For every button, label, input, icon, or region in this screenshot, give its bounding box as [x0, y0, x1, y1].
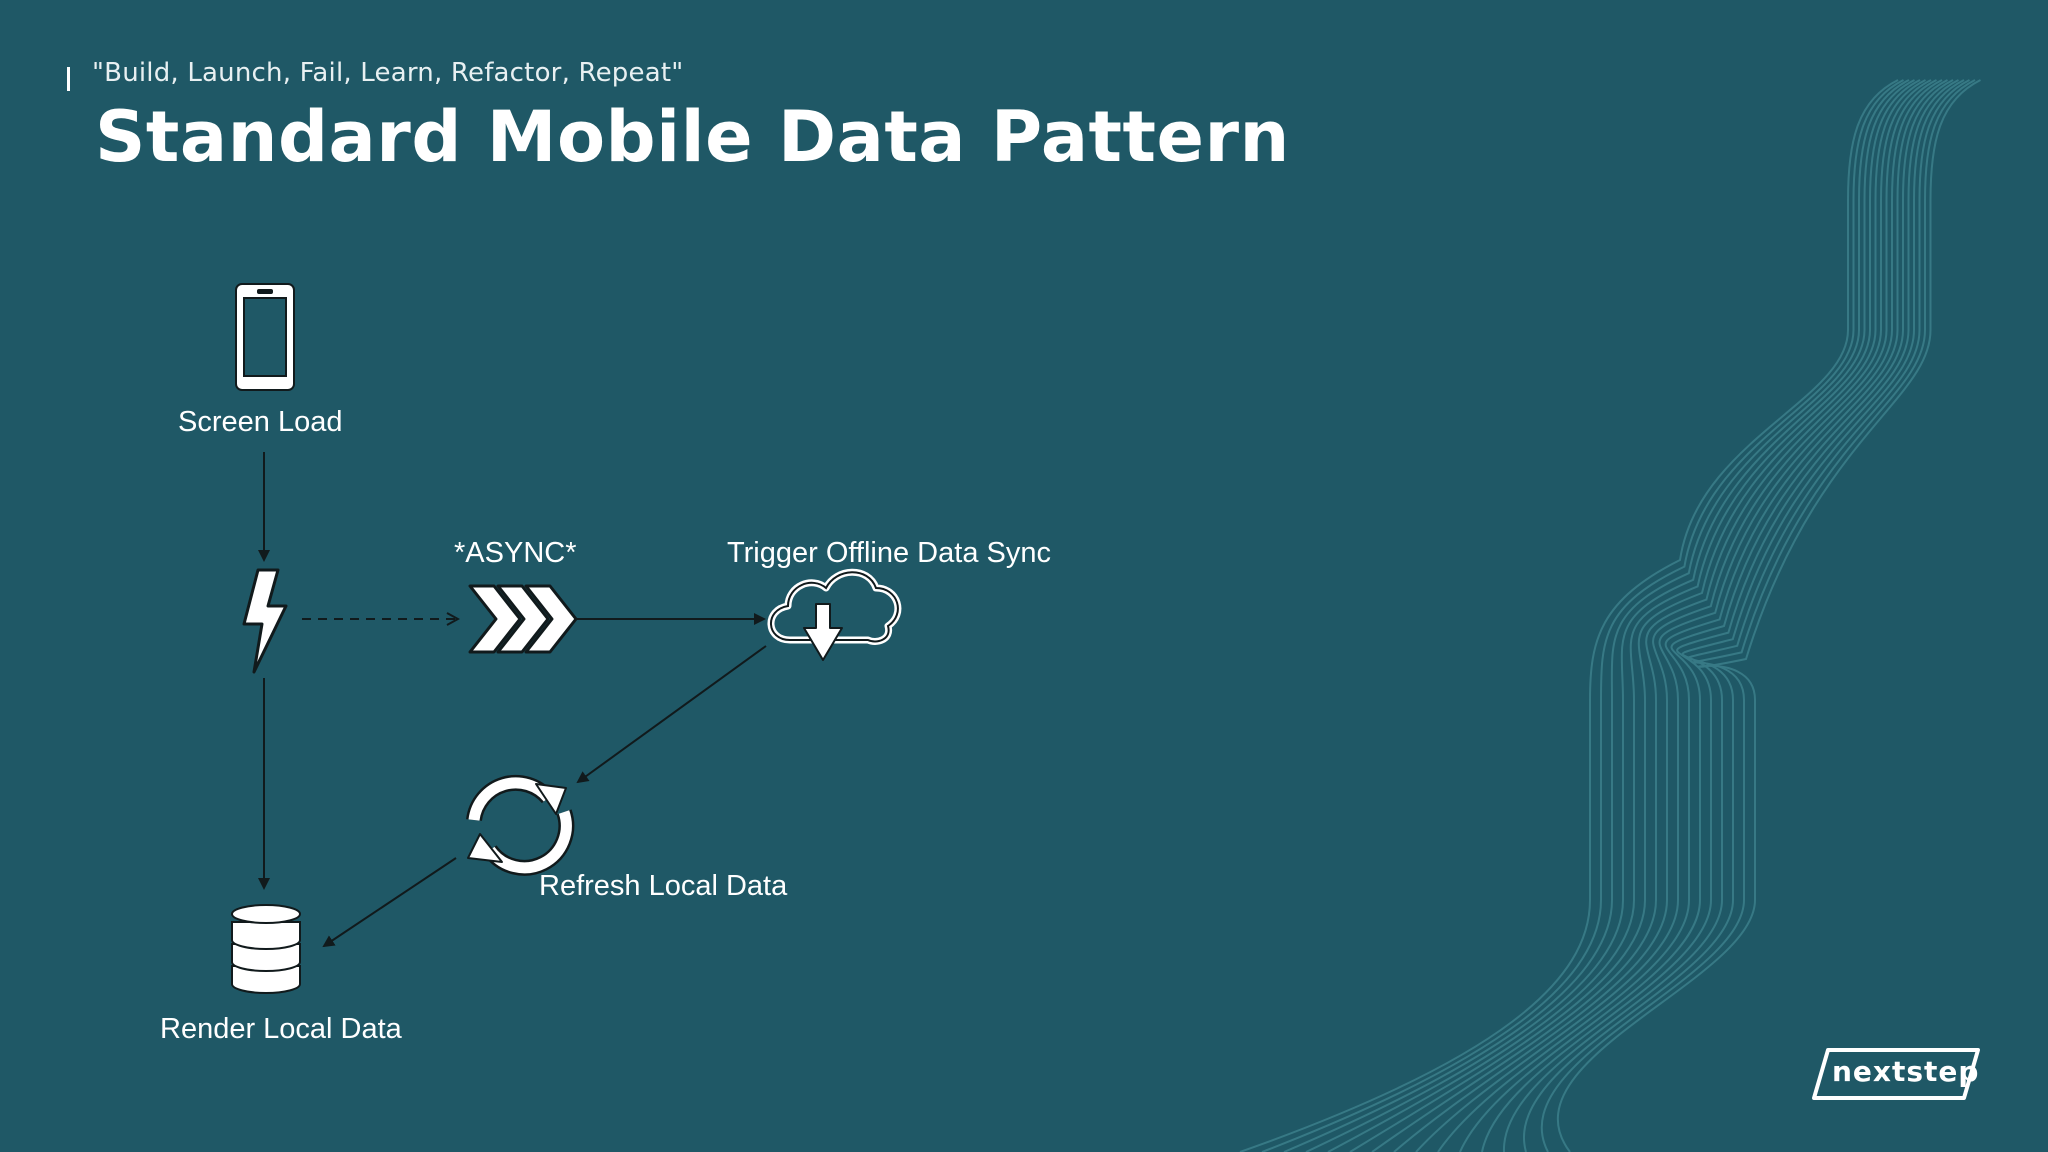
edge-sync-to-refresh — [576, 645, 767, 784]
background-contour-line — [1349, 79, 1926, 1152]
background-contour-line — [1481, 79, 1959, 1152]
background-contour-line — [1261, 79, 1904, 1152]
chevrons-right-icon — [468, 584, 578, 654]
kicker-accent-bar — [67, 67, 70, 91]
slide-kicker: "Build, Launch, Fail, Learn, Refactor, R… — [92, 58, 684, 88]
edge-refresh-to-render — [322, 857, 457, 948]
background-contour-line — [1437, 79, 1948, 1152]
background-contour-line — [1327, 79, 1921, 1152]
background-contour-line — [1371, 79, 1932, 1152]
nextstep-logo — [1812, 1048, 1980, 1100]
node-label-refresh: Refresh Local Data — [539, 870, 788, 902]
database-icon — [231, 904, 301, 994]
refresh-icon — [466, 774, 575, 876]
background-contour-line — [1393, 79, 1937, 1152]
slide-title: Standard Mobile Data Pattern — [95, 96, 1290, 178]
node-label-screen-load: Screen Load — [178, 406, 343, 438]
background-contour-line — [1557, 79, 1981, 1152]
node-label-async: *ASYNC* — [454, 537, 577, 569]
nextstep-logo-text: nextstep — [1832, 1055, 1980, 1088]
smartphone-icon — [235, 283, 295, 391]
background-contour-line — [1502, 79, 1965, 1152]
background-contour-line — [1415, 79, 1943, 1152]
background-contour-line — [1459, 79, 1954, 1152]
cloud-download-icon — [767, 568, 902, 661]
node-label-sync: Trigger Offline Data Sync — [727, 537, 1051, 569]
node-label-render: Render Local Data — [160, 1013, 402, 1045]
lightning-bolt-icon — [242, 568, 288, 674]
background-contour-line — [1283, 79, 1910, 1152]
background-contour-line — [1522, 79, 1970, 1152]
background-contour-line — [1540, 79, 1976, 1152]
background-contour-line — [1239, 79, 1899, 1152]
background-contour-line — [1305, 79, 1915, 1152]
